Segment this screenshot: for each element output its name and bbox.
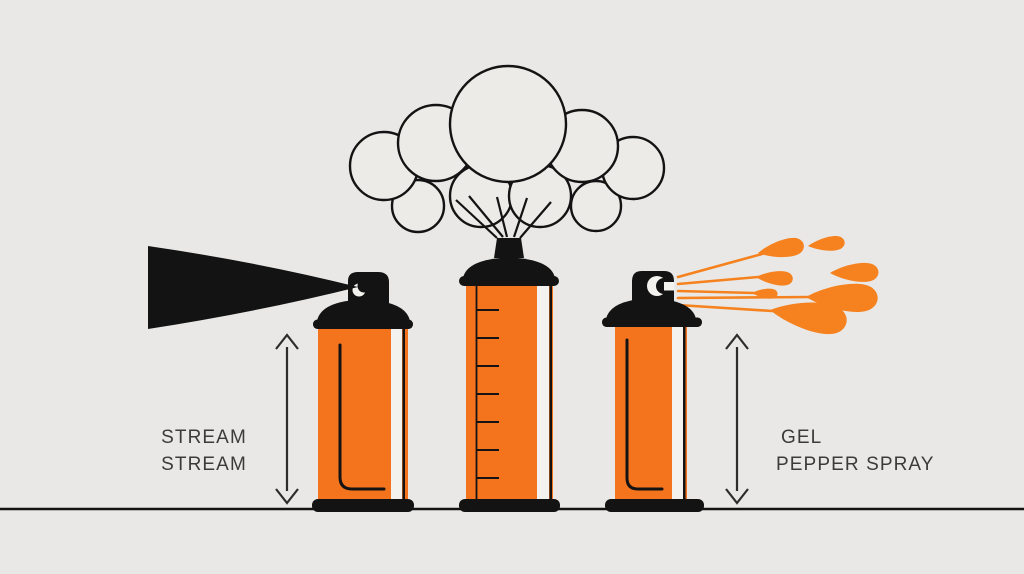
gel-label-line2: PEPPER SPRAY	[776, 454, 935, 475]
gel-label-line1: GEL	[781, 427, 823, 448]
fog-can-icon	[459, 238, 560, 512]
fog-nozzle-icon	[494, 238, 524, 258]
graduation-ticks-icon	[477, 309, 499, 479]
fog-cloud-icon	[348, 64, 666, 234]
gel-label: GEL PEPPER SPRAY	[776, 424, 935, 478]
fog-spray-lines-icon	[455, 195, 552, 239]
gel-can-icon	[602, 271, 704, 512]
stream-label: STREAM STREAM	[146, 424, 262, 478]
right-height-arrow-icon	[725, 333, 749, 505]
stream-can-icon	[148, 246, 414, 512]
left-height-arrow-icon	[275, 333, 299, 505]
stream-label-line2: STREAM	[161, 454, 247, 475]
stream-label-line1: STREAM	[161, 427, 247, 448]
stream-cone-icon	[148, 246, 358, 329]
gel-spray-icon	[676, 234, 879, 338]
